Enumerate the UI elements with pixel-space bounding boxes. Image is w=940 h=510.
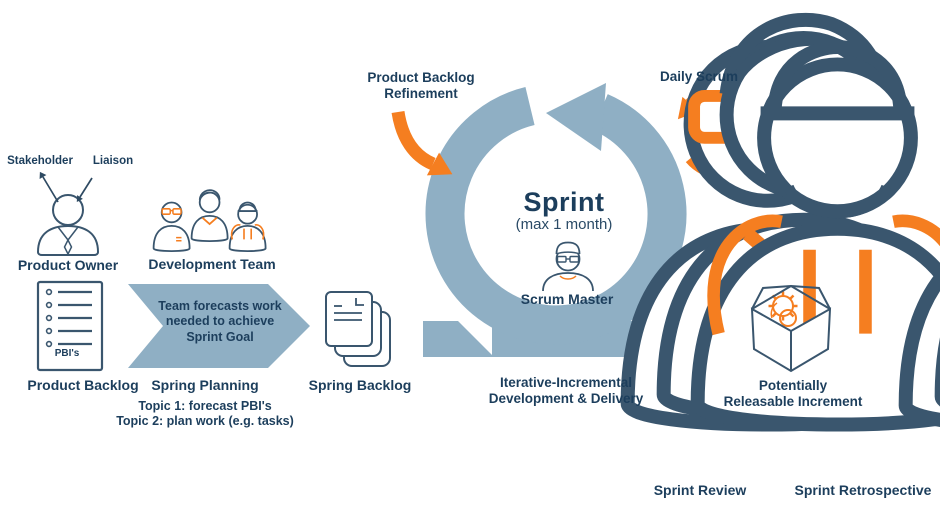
sprint-review-label: Sprint Review [653,482,747,498]
sprint-planning-chevron-arrow [128,284,310,368]
sprint-duration-label: (max 1 month) [515,216,613,233]
releasable-increment-icon [750,284,832,373]
daily-scrum-label: Daily Scrum [659,69,739,84]
planning-arrow-text: Team forecasts work needed to achieve Sp… [158,299,282,344]
stakeholder-arrow [39,171,59,203]
sprint-retrospective-label: Sprint Retrospective [794,482,932,498]
iterative-development-label: Iterative-Incremental Development & Deli… [489,375,644,407]
refinement-label-line2: Refinement [384,86,458,102]
increment-label-line1: Potentially [758,378,828,393]
refinement-label: Product Backlog Refinement [367,70,474,102]
development-team-icon [152,189,267,253]
sprint-cycle-arrow [425,83,687,345]
iterative-label-line2: Development & Delivery [488,391,644,407]
topic1-label: Topic 1: forecast PBI's [138,399,272,413]
product-owner-icon [36,194,100,256]
product-backlog-label: Product Backlog [27,377,139,393]
iterative-label-line1: Iterative-Incremental [499,375,633,390]
stakeholder-label: Stakeholder [7,155,73,167]
scrum-master-icon [542,241,594,292]
increment-label-line2: Releasable Increment [723,394,863,410]
product-owner-label: Product Owner [17,257,119,273]
spring-planning-label: Spring Planning [151,377,259,393]
development-team-label: Development Team [148,256,276,272]
spring-backlog-label: Spring Backlog [308,377,412,393]
scrum-master-label: Scrum Master [520,291,614,307]
spring-backlog-icon [325,291,391,367]
product-backlog-icon [36,280,104,372]
refinement-curved-arrow [391,110,453,176]
releasable-increment-label: Potentially Releasable Increment [724,378,863,410]
sprint-title: Sprint [523,187,605,217]
sprint-review-team-icon [899,436,940,510]
pbis-label: PBI's [54,348,80,359]
topic2-label: Topic 2: plan work (e.g. tasks) [116,414,294,428]
refinement-label-line1: Product Backlog [367,70,475,85]
liaison-label: Liaison [92,155,134,167]
liaison-arrow [76,177,93,202]
